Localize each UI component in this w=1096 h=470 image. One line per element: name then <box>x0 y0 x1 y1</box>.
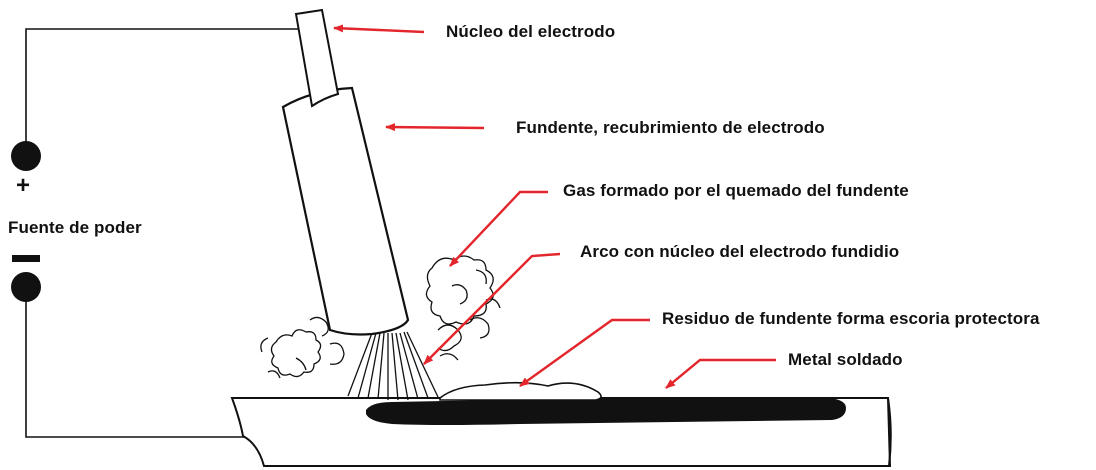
arrow-shield-gas <box>449 190 548 267</box>
leader-arrows <box>333 24 776 389</box>
electrode-core <box>294 8 340 108</box>
label-shield-gas: Gas formado por el quemado del fundente <box>563 181 909 200</box>
label-weld-metal: Metal soldado <box>788 350 903 369</box>
slag-layer <box>439 381 602 401</box>
arrow-flux-coating <box>385 123 485 132</box>
weld-bead <box>366 397 846 425</box>
flux-coating <box>281 86 410 336</box>
negative-terminal <box>11 272 41 302</box>
arrow-weld-metal <box>665 358 776 389</box>
arrow-electrode-core <box>333 24 425 34</box>
base-metal-break <box>887 397 892 467</box>
circuit-wires <box>25 28 312 438</box>
positive-terminal <box>11 141 41 171</box>
gas-clouds <box>260 255 501 379</box>
label-flux-coating: Fundente, recubrimiento de electrodo <box>516 118 825 137</box>
label-slag: Residuo de fundente forma escoria protec… <box>662 309 1040 328</box>
plus-sign: + <box>16 172 31 199</box>
arrow-slag <box>519 318 650 387</box>
label-electrode-core: Núcleo del electrodo <box>446 22 616 41</box>
label-power-source: Fuente de poder <box>8 218 142 237</box>
power-source <box>11 141 41 302</box>
negative-sign <box>12 255 40 262</box>
arrow-arc <box>423 252 561 365</box>
label-arc: Arco con núcleo del electrodo fundidio <box>580 242 900 261</box>
arc-rays <box>347 331 439 401</box>
